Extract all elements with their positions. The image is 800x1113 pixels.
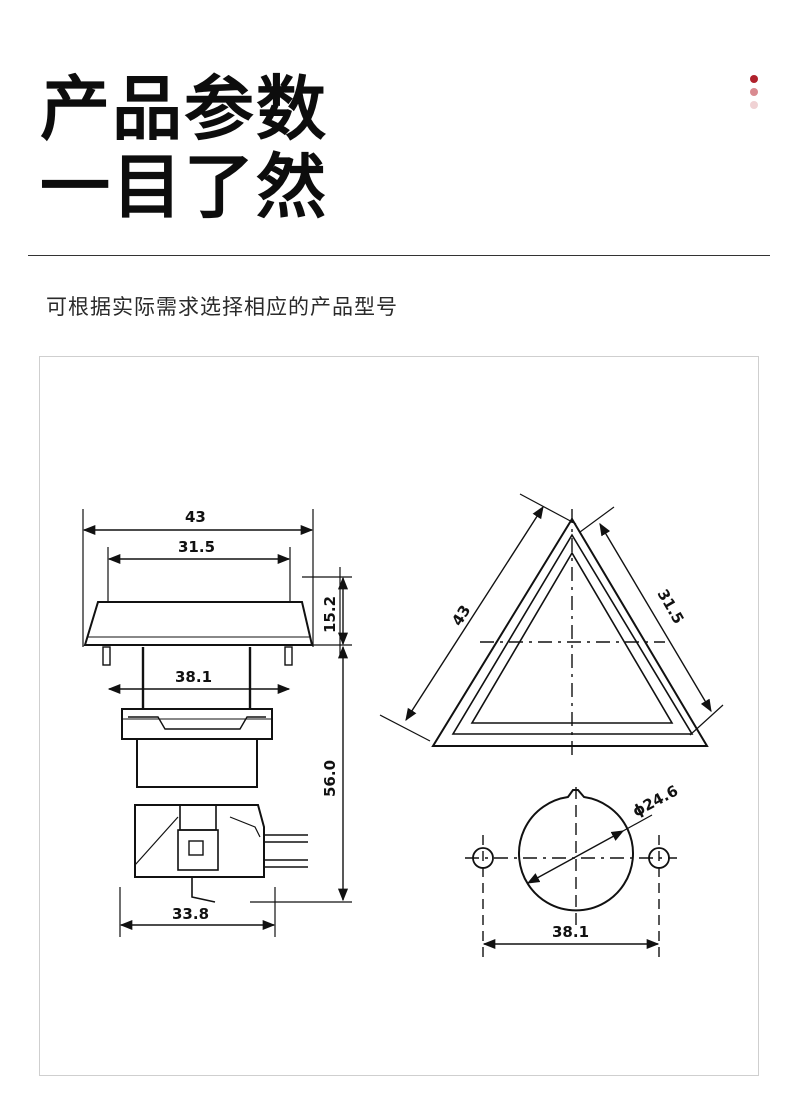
label-hole-diameter: ϕ24.6: [629, 782, 681, 821]
label-flange-height: 15.2: [321, 596, 339, 633]
dim-hole-diameter-line: [526, 830, 625, 884]
label-base-width: 33.8: [172, 905, 209, 923]
label-triangle-side: 43: [448, 602, 474, 629]
accent-dots: [750, 75, 760, 114]
mounting-hole-dimensions: [482, 814, 660, 950]
divider-line: [28, 255, 770, 256]
mounting-hole-view: [465, 787, 677, 957]
dimension-drawing-frame: 43 31.5 15.2 38.1 56.0 33.8 43 31.5: [39, 356, 759, 1076]
mounting-hole-labels: ϕ24.6 38.1: [552, 782, 681, 941]
dim-triangle-inner-line: [599, 522, 712, 713]
accent-dot-1: [750, 75, 758, 83]
label-top-width: 31.5: [178, 538, 215, 556]
subtitle: 可根据实际需求选择相应的产品型号: [46, 295, 398, 319]
title-line-2: 一目了然: [40, 146, 328, 228]
triangle-labels: 43 31.5: [448, 586, 688, 629]
title-line-1: 产品参数: [40, 68, 328, 150]
dimension-drawing: 43 31.5 15.2 38.1 56.0 33.8 43 31.5: [82, 493, 724, 957]
side-view: [82, 509, 352, 937]
dim-triangle-side-line: [405, 505, 544, 722]
triangle-dimensions: [405, 505, 712, 722]
side-view-dimensions: [82, 524, 349, 931]
accent-dot-2: [750, 88, 758, 96]
side-view-labels: 43 31.5 15.2 38.1 56.0 33.8: [172, 508, 339, 923]
label-triangle-inner-side: 31.5: [654, 586, 688, 627]
label-body-height: 56.0: [321, 760, 339, 797]
page-title: 产品参数 一目了然: [40, 70, 328, 226]
label-hole-spacing: 38.1: [552, 923, 589, 941]
label-pin-spacing: 38.1: [175, 668, 212, 686]
accent-dot-3: [750, 101, 758, 109]
panel-cutout-circle: [518, 789, 634, 912]
label-overall-width: 43: [185, 508, 206, 526]
